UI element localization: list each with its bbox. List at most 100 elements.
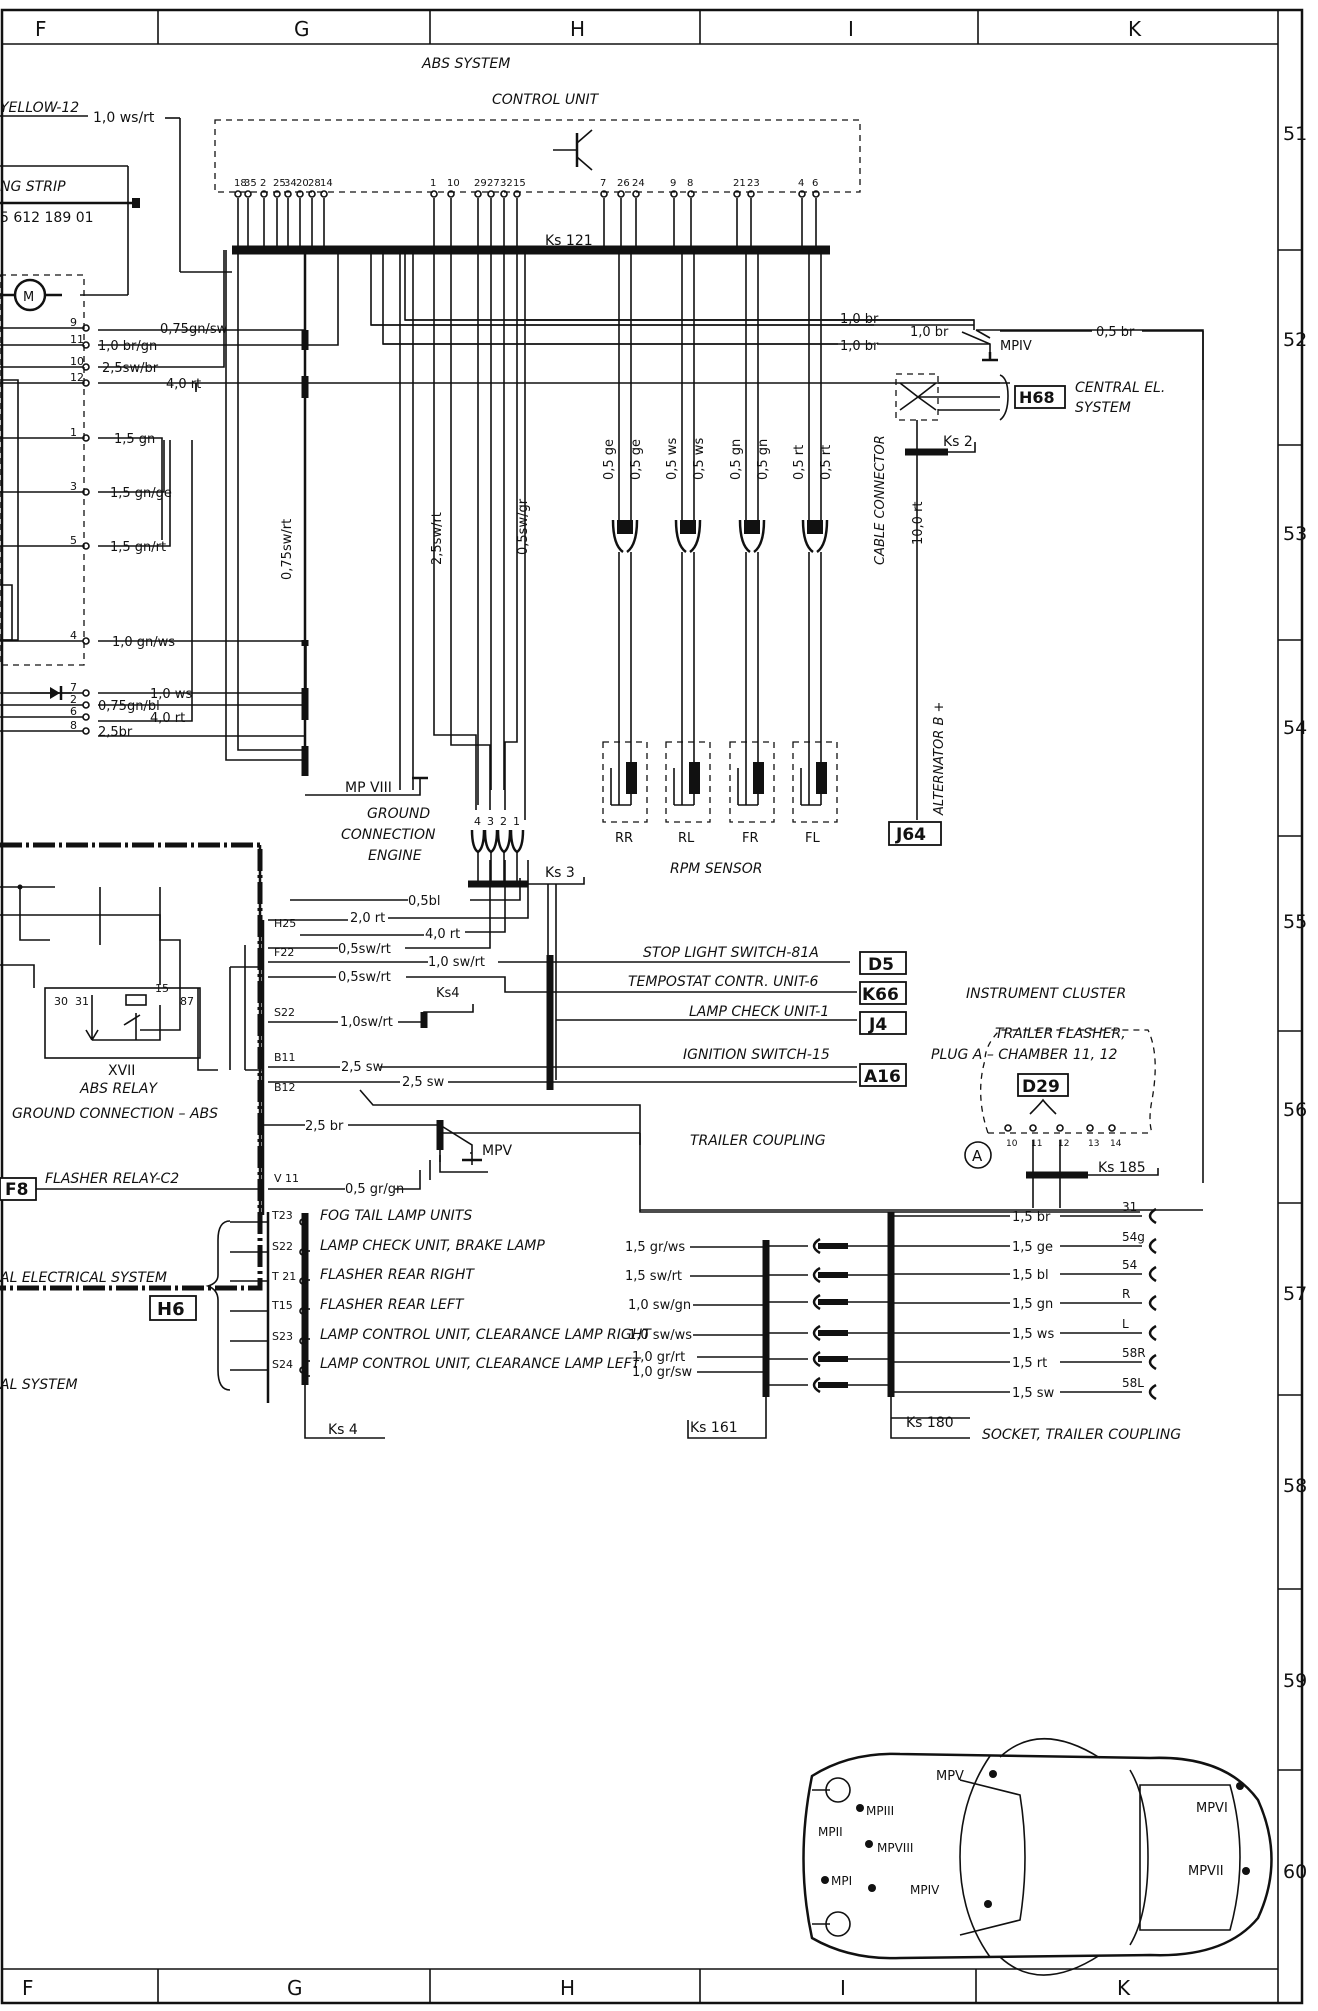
socket-wire-label: 1,5 rt (1012, 1356, 1047, 1371)
connector-pin-terminal (299, 1307, 307, 1315)
connector-pin-terminal (82, 637, 90, 645)
connector-pin-number: 5 (70, 534, 77, 547)
ks180-label: Ks 180 (906, 1415, 954, 1431)
abs-pin-terminal (260, 190, 268, 198)
right-wire-label-3: 1,0 br (840, 339, 879, 354)
rpm-sensor-box (602, 741, 648, 823)
j4-label: J4 (868, 1015, 887, 1035)
connector-pin-number: 12 (70, 371, 84, 384)
abs-pin-label: 32 (500, 178, 513, 189)
socket-wire-label: 1,5 ge (1012, 1240, 1053, 1255)
connector-wire-label: 1,0 ws (150, 687, 192, 702)
cluster-pin-terminal (1108, 1124, 1116, 1132)
socket-terminal (1148, 1324, 1157, 1342)
central-el-system-label: AL ELECTRICAL SYSTEM (0, 1270, 167, 1286)
abs-pin-terminal (320, 190, 328, 198)
connector-pin-terminal (82, 701, 90, 709)
ground-line3: ENGINE (368, 848, 422, 864)
abs-pin-label: 21 (733, 178, 746, 189)
abs-pin-label: 26 (617, 178, 630, 189)
right-upper: 1,0 br 1,0 br 1,0 br MPIV 0,5 br H68 CEN… (371, 312, 1204, 1183)
sensor-coil-wire (673, 768, 694, 806)
wire-label-v2: 2,5sw/rt (430, 512, 445, 565)
sensor-plug (738, 519, 766, 554)
socket-terminal (1148, 1237, 1157, 1255)
d5-box (859, 951, 907, 975)
socket-terminal-label: 58L (1122, 1376, 1144, 1390)
row-label-51: 51 (1283, 123, 1307, 145)
rpm-sensor-position-label: RR (615, 831, 633, 846)
sensor-coil (626, 762, 637, 794)
sensor-wire-label: 0,5 ge (629, 439, 644, 480)
row-label-57: 57 (1283, 1283, 1307, 1305)
flasher-relay-label: FLASHER RELAY-C2 (45, 1171, 179, 1187)
pin-f22: F22 (274, 946, 294, 959)
sensor-wire-label: 0,5 gn (729, 439, 744, 480)
column-label-f: F (35, 17, 47, 41)
socket-terminal-label: L (1122, 1317, 1129, 1331)
abs-pin-terminal (284, 190, 292, 198)
abs-pin-terminal (747, 190, 755, 198)
sensor-coil-wire (800, 768, 821, 806)
a16-label: A16 (864, 1067, 901, 1087)
socket-terminal-label: 58R (1122, 1346, 1146, 1360)
relay-terminal-87: 87 (180, 995, 194, 1008)
ground-line1: GROUND (367, 806, 430, 822)
abs-pin-terminal (798, 190, 806, 198)
mpv-label: MPV (482, 1143, 513, 1159)
row-label-55: 55 (1283, 911, 1307, 933)
connector-wire-label: 0,75gn/bl (98, 699, 160, 714)
wire-05swrt-b: 0,5sw/rt (338, 970, 391, 985)
plug-pin-number: 3 (487, 815, 494, 828)
wire-10swrt-a: 1,0 sw/rt (428, 955, 485, 970)
abs-pin-terminal (474, 190, 482, 198)
circuit-label: FLASHER REAR LEFT (320, 1297, 465, 1313)
connector-pin-number: 3 (70, 480, 77, 493)
connector-pin-label: T 21 (271, 1270, 296, 1283)
plug-pin-number: 4 (474, 815, 481, 828)
car-point-mpvi: MPVI (1196, 1801, 1228, 1816)
alternator-label: ALTERNATOR B + (932, 702, 947, 816)
wire-40rt: 4,0 rt (425, 927, 460, 942)
k66-box (859, 981, 907, 1005)
plug-pin-contact (509, 829, 525, 854)
ks3-label: Ks 3 (545, 865, 575, 881)
rpm-sensor-title: RPM SENSOR (670, 861, 763, 877)
abs-system-title: ABS SYSTEM (421, 56, 510, 72)
connector-pin-terminal (82, 689, 90, 697)
car-point-mpvii: MPVII (1188, 1864, 1224, 1879)
connector-pin-terminal (299, 1277, 307, 1285)
abs-pin-label: 28 (308, 178, 321, 189)
abs-pin-label: 25 (273, 178, 286, 189)
abs-pin-terminal (234, 190, 242, 198)
abs-pin-label: 23 (747, 178, 760, 189)
abs-pin-terminal (670, 190, 678, 198)
plug-chamber-label: PLUG A – CHAMBER 11, 12 (931, 1047, 1117, 1063)
connector-wire-label: 2,5br (98, 725, 133, 740)
cluster-pin-terminal (1056, 1124, 1064, 1132)
connector-pin-number: 8 (70, 719, 77, 732)
wire-label: 1,5 sw/rt (625, 1269, 682, 1284)
diode-icon (30, 686, 72, 700)
abs-pin-label: 1 (430, 178, 436, 189)
circuit-label: FLASHER REAR RIGHT (320, 1267, 475, 1283)
h68-box (1014, 385, 1066, 409)
abs-pin-terminal (447, 190, 455, 198)
abs-pin-label: 6 (812, 178, 818, 189)
wire-network (98, 250, 1204, 820)
column-label-i-bottom: I (840, 1976, 846, 2000)
plug-contact-body (818, 1272, 848, 1278)
trailer-coupling-label: TRAILER COUPLING (690, 1133, 826, 1149)
cluster-pin-terminal (1086, 1124, 1094, 1132)
cluster-pin-terminal (1004, 1124, 1012, 1132)
column-label-k: K (1128, 17, 1142, 41)
ks2-label: Ks 2 (943, 434, 973, 450)
abs-pin-label: 24 (632, 178, 645, 189)
instrument-cluster-label: INSTRUMENT CLUSTER (966, 986, 1126, 1002)
wire-label: 1,0 gr/rt (632, 1350, 685, 1365)
sensor-plug-body (744, 520, 760, 534)
abs-pin-label: 18 (234, 178, 247, 189)
rpm-sensor-box (792, 741, 838, 823)
tempostat-label: TEMPOSTAT CONTR. UNIT-6 (628, 974, 819, 990)
